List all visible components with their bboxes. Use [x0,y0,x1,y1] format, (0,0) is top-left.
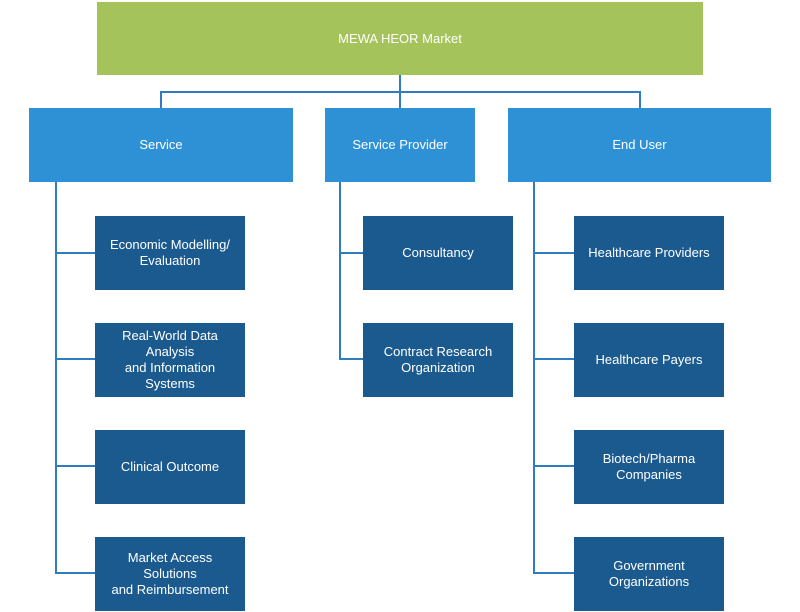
service-drop-line [160,91,162,108]
end-user-branch-line [533,252,575,254]
leaf-economic-modelling: Economic Modelling/ Evaluation [95,216,245,290]
category-service-provider: Service Provider [325,108,475,182]
category-end-user: End User [508,108,771,182]
root-node: MEWA HEOR Market [97,2,703,75]
service-branch-line [55,572,96,574]
leaf-healthcare-providers: Healthcare Providers [574,216,724,290]
service-provider-branch-line [339,252,364,254]
leaf-biotech-pharma: Biotech/Pharma Companies [574,430,724,504]
service-branch-line [55,252,96,254]
service-vertical-line [55,182,57,573]
service-provider-branch-line [339,358,364,360]
leaf-real-world-data: Real-World Data Analysis and Information… [95,323,245,397]
service-provider-drop-line [399,91,401,108]
leaf-contract-research: Contract Research Organization [363,323,513,397]
leaf-government: Government Organizations [574,537,724,611]
leaf-market-access: Market Access Solutions and Reimbursemen… [95,537,245,611]
end-user-branch-line [533,358,575,360]
end-user-vertical-line [533,182,535,573]
leaf-consultancy: Consultancy [363,216,513,290]
service-branch-line [55,358,96,360]
leaf-clinical-outcome: Clinical Outcome [95,430,245,504]
service-branch-line [55,465,96,467]
service-provider-vertical-line [339,182,341,360]
end-user-branch-line [533,465,575,467]
end-user-drop-line [639,91,641,108]
root-stem-line [399,75,401,92]
category-service: Service [29,108,293,182]
leaf-healthcare-payers: Healthcare Payers [574,323,724,397]
end-user-branch-line [533,572,575,574]
